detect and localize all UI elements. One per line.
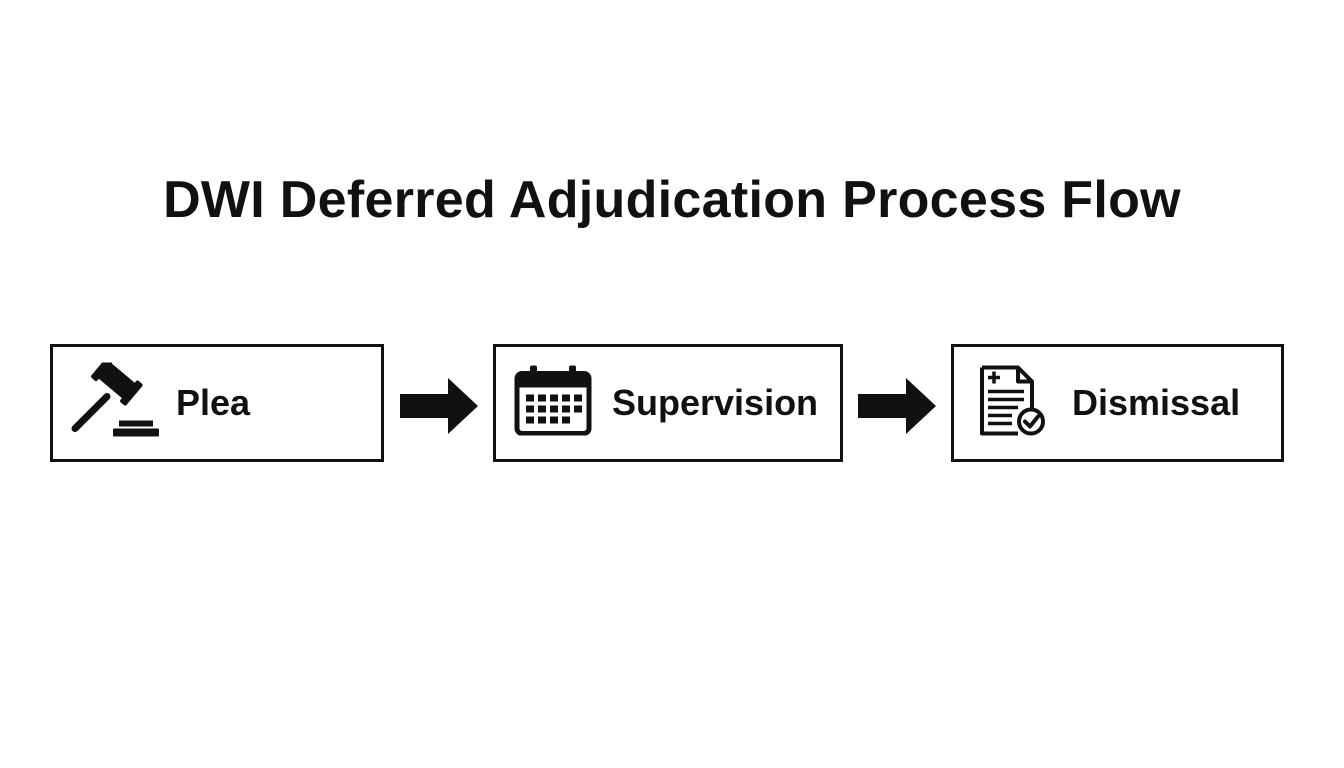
step-plea-box: Plea: [50, 344, 384, 462]
step-plea-label: Plea: [176, 382, 251, 423]
step-dismissal-label: Dismissal: [1072, 382, 1241, 423]
diagram-title: DWI Deferred Adjudication Process Flow: [163, 171, 1181, 229]
document-check-icon: [978, 364, 1050, 443]
step-supervision-label: Supervision: [612, 382, 819, 423]
calendar-icon: [514, 365, 592, 441]
step-dismissal-box: Dismissal: [951, 344, 1284, 462]
gavel-icon: [69, 356, 161, 444]
right-arrow-icon: [400, 378, 480, 439]
step-supervision-box: Supervision: [493, 344, 843, 462]
right-arrow-icon: [858, 378, 938, 439]
